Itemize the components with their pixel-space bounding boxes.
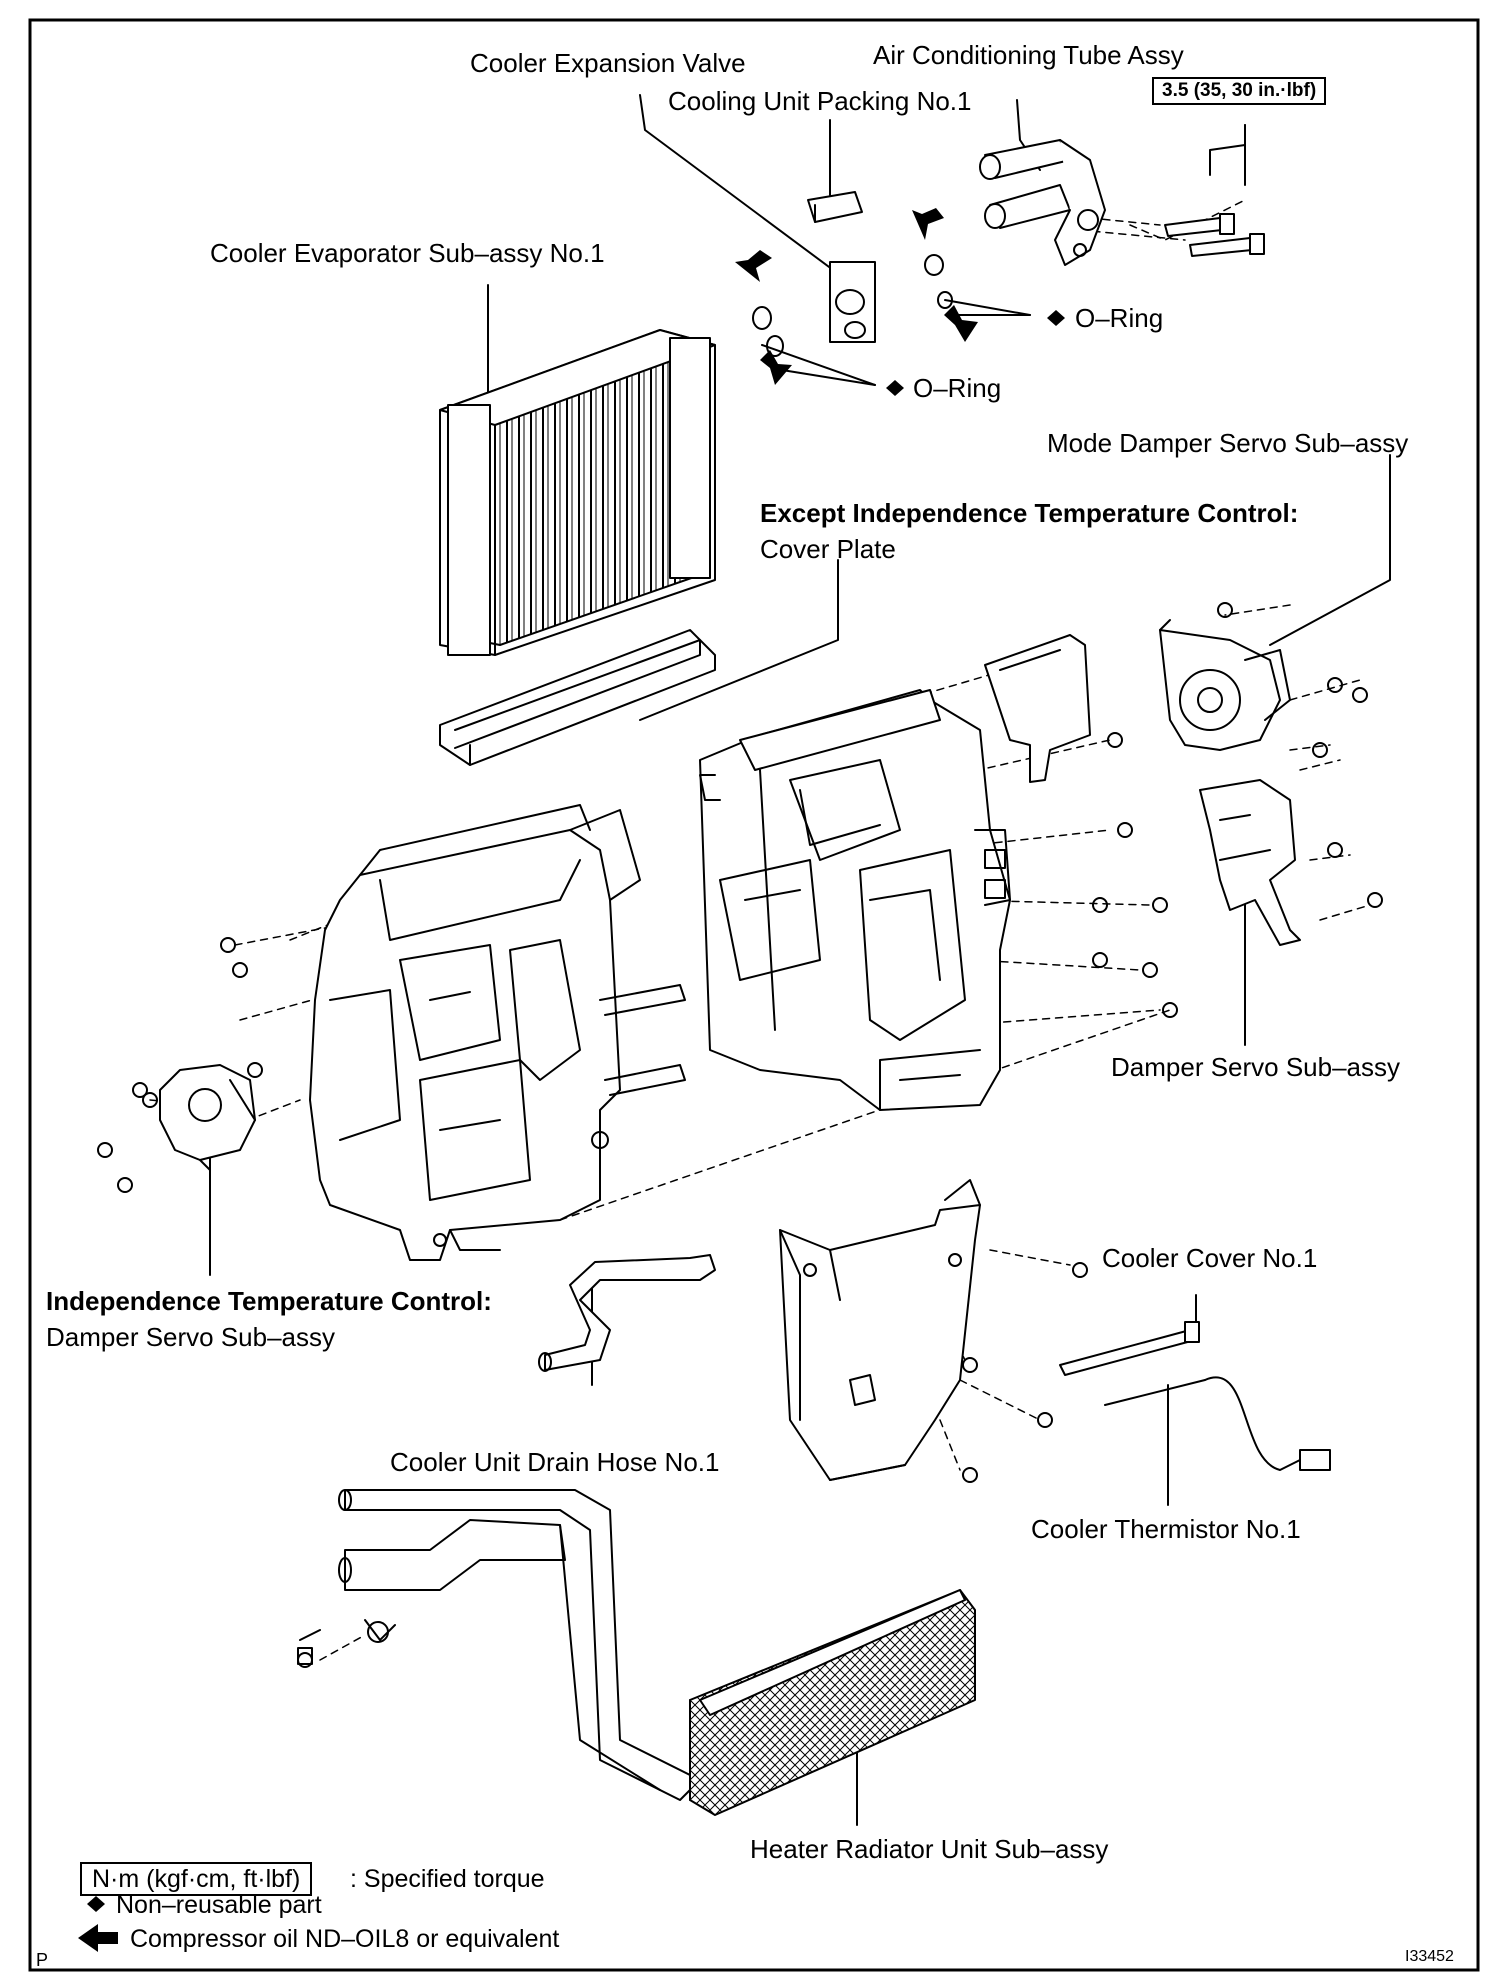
label-except-itc: Except Independence Temperature Control: bbox=[760, 498, 1299, 528]
label-o-ring-lower: O–Ring bbox=[913, 373, 1002, 403]
label-cooler-evaporator: Cooler Evaporator Sub–assy No.1 bbox=[210, 238, 605, 268]
label-cooler-expansion-valve: Cooler Expansion Valve bbox=[470, 48, 746, 78]
legend-nonreusable: Non–reusable part bbox=[116, 1891, 322, 1919]
legend-glyphs bbox=[78, 1896, 118, 1952]
oil-arrows-drawing bbox=[735, 208, 978, 385]
label-thermistor: Cooler Thermistor No.1 bbox=[1031, 1514, 1301, 1544]
torque-box-tube: 3.5 (35, 30 in.·lbf) bbox=[1152, 77, 1327, 105]
heater-radiator-drawing bbox=[297, 1489, 976, 1816]
case-cover-drawing bbox=[984, 634, 1091, 783]
o-ring-drawing bbox=[752, 254, 953, 357]
border-frame bbox=[28, 18, 1480, 1972]
screws-drawing bbox=[97, 602, 1383, 1668]
arrow-icon bbox=[78, 1924, 118, 1952]
label-ac-tube-assy: Air Conditioning Tube Assy bbox=[873, 40, 1184, 70]
label-itc: Independence Temperature Control: bbox=[46, 1286, 492, 1316]
label-mode-damper-servo: Mode Damper Servo Sub–assy bbox=[1047, 428, 1409, 458]
label-cooling-unit-packing: Cooling Unit Packing No.1 bbox=[668, 86, 972, 116]
ac-tube-drawing bbox=[979, 139, 1265, 266]
label-drain-hose: Cooler Unit Drain Hose No.1 bbox=[390, 1447, 720, 1477]
itc-damper-servo-drawing bbox=[159, 1064, 256, 1171]
diamond-marks bbox=[886, 310, 1065, 396]
figure-id: I33452 bbox=[1405, 1948, 1454, 1965]
drain-hose-drawing bbox=[538, 1254, 716, 1372]
expansion-valve-drawing bbox=[807, 191, 876, 343]
page-mark: P bbox=[36, 1950, 49, 1970]
label-o-ring-upper: O–Ring bbox=[1075, 303, 1164, 333]
label-cover-plate: Cover Plate bbox=[760, 534, 896, 564]
legend-oil: Compressor oil ND–OIL8 or equivalent bbox=[130, 1925, 560, 1953]
cooling-unit-case-drawing bbox=[699, 689, 1011, 1111]
cooler-evaporator-drawing bbox=[439, 329, 716, 656]
label-itc-damper-servo: Damper Servo Sub–assy bbox=[46, 1322, 336, 1352]
thermistor-drawing bbox=[1059, 1321, 1331, 1471]
legend-torque-unit: N·m (kgf·cm, ft·lbf) bbox=[80, 1862, 313, 1896]
label-cooler-cover: Cooler Cover No.1 bbox=[1102, 1243, 1318, 1273]
mode-damper-servo-drawing bbox=[1159, 619, 1291, 751]
legend-torque-desc: : Specified torque bbox=[350, 1865, 545, 1893]
label-damper-servo: Damper Servo Sub–assy bbox=[1111, 1052, 1401, 1082]
cooler-cover-drawing bbox=[779, 1179, 981, 1481]
damper-servo-drawing bbox=[1199, 779, 1301, 946]
cover-plate-drawing bbox=[439, 629, 716, 766]
heater-case-drawing bbox=[309, 804, 686, 1261]
label-heater-radiator: Heater Radiator Unit Sub–assy bbox=[750, 1834, 1109, 1864]
diamond-icon bbox=[87, 1896, 105, 1912]
